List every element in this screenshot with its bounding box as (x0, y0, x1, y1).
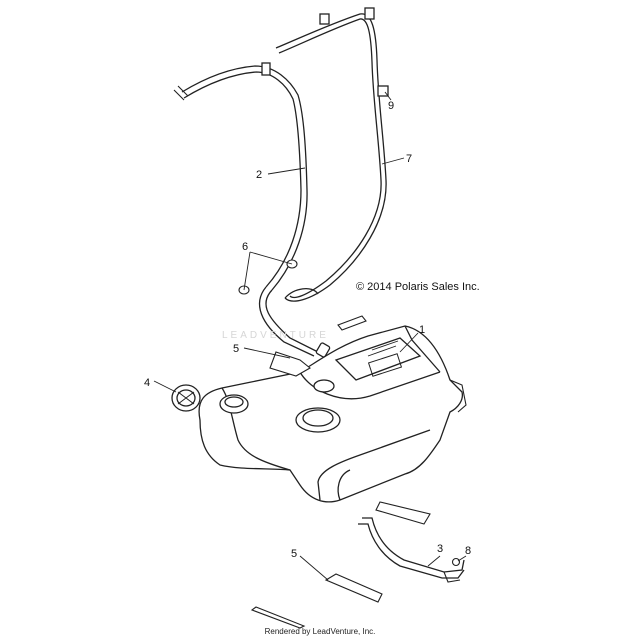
pad-small-top[interactable] (337, 315, 367, 331)
footer-credit: Rendered by LeadVenture, Inc. (264, 627, 376, 636)
callout-1: 1 (419, 324, 425, 336)
strap-bracket[interactable] (358, 517, 465, 583)
callouts: 1 2 3 4 5 5 6 7 8 9 (144, 100, 471, 560)
watermark: LEADVENTURE (222, 330, 329, 341)
pad-lower[interactable] (324, 573, 383, 603)
callout-5-upper: 5 (233, 343, 239, 355)
strap-lower[interactable] (250, 606, 306, 629)
callout-2: 2 (256, 169, 262, 181)
pad-bottom-right[interactable] (375, 501, 431, 525)
callout-6: 6 (242, 241, 248, 253)
screw[interactable] (451, 557, 461, 567)
leader-lines (153, 91, 467, 581)
fuel-cap[interactable] (171, 384, 201, 412)
callout-7: 7 (406, 153, 412, 165)
vent-line-right[interactable] (275, 7, 389, 302)
fuel-tank[interactable] (198, 325, 467, 503)
callout-5-lower: 5 (291, 548, 297, 560)
vent-line-left[interactable] (173, 62, 331, 358)
copyright-text: © 2014 Polaris Sales Inc. (356, 281, 480, 293)
callout-9: 9 (388, 100, 394, 112)
fuel-pump-ring[interactable] (295, 379, 341, 433)
callout-4: 4 (144, 377, 150, 389)
pad-upper[interactable] (269, 351, 311, 377)
callout-3: 3 (437, 543, 443, 555)
filler-neck[interactable] (219, 394, 249, 414)
callout-8: 8 (465, 545, 471, 557)
